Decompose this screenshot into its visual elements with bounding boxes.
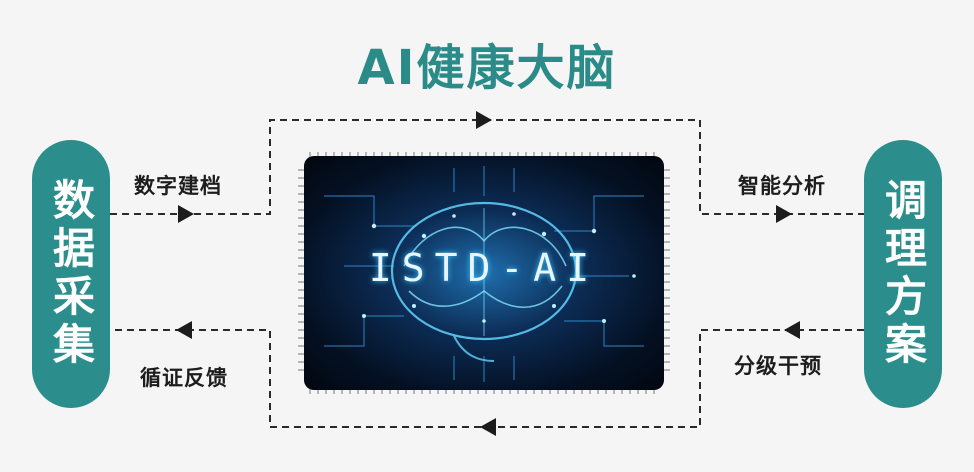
diagram-title: AI健康大脑 bbox=[357, 40, 617, 96]
chip-label: ISTD-AI bbox=[368, 246, 600, 290]
data-collection-label: 数据采集 bbox=[46, 178, 96, 370]
plan-label: 调理方案 bbox=[878, 178, 928, 370]
step-smart-analysis: 智能分析 bbox=[738, 174, 826, 198]
ai-chip: ISTD-AI bbox=[296, 150, 672, 396]
plan-pill: 调理方案 bbox=[864, 140, 942, 408]
step-evidence-feedback: 循证反馈 bbox=[140, 366, 228, 390]
arrow-left-icon bbox=[480, 418, 496, 436]
arrow-right-icon bbox=[776, 205, 792, 223]
arrow-left-icon bbox=[176, 321, 192, 339]
chip-pins bbox=[298, 152, 670, 394]
step-tiered-intervention: 分级干预 bbox=[734, 354, 822, 378]
arrow-left-icon bbox=[784, 321, 800, 339]
step-digital-record: 数字建档 bbox=[134, 174, 222, 198]
chip-core: ISTD-AI bbox=[304, 156, 664, 390]
arrow-right-icon bbox=[178, 205, 194, 223]
brain-circuit-icon bbox=[324, 166, 644, 382]
bottom-loop-path bbox=[110, 329, 864, 428]
arrow-right-icon bbox=[476, 111, 492, 129]
data-collection-pill: 数据采集 bbox=[32, 140, 110, 408]
